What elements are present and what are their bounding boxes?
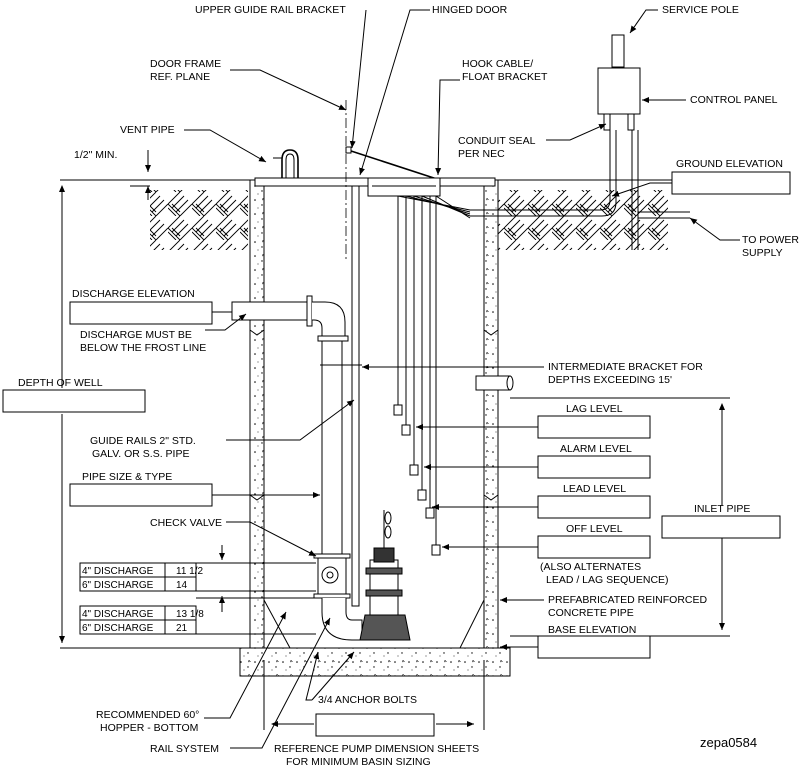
table-cell-size: 6" DISCHARGE	[82, 623, 154, 634]
float-cables	[393, 195, 471, 556]
check-valve	[313, 553, 363, 641]
well-wall-right	[483, 179, 499, 649]
label-rail-system: RAIL SYSTEM	[150, 743, 219, 755]
discharge-elevation-box	[69, 301, 213, 325]
table-cell-value: 13 1/8	[176, 609, 204, 620]
label-depth-of-well: DEPTH OF WELL	[18, 377, 103, 389]
table-cell-size: 4" DISCHARGE	[82, 609, 154, 620]
table-cell-value: 14	[176, 580, 188, 591]
label-discharge-must-be: DISCHARGE MUST BE	[80, 329, 192, 341]
hopper-left	[263, 599, 291, 649]
label-guide-rails: GUIDE RAILS 2" STD.	[90, 435, 196, 447]
leader-lines	[184, 9, 740, 749]
label-upper-guide-rail-bracket: UPPER GUIDE RAIL BRACKET	[195, 4, 346, 16]
label-base-elevation: BASE ELEVATION	[548, 624, 636, 636]
label-service-pole: SERVICE POLE	[662, 4, 739, 16]
label-galv-pipe: GALV. OR S.S. PIPE	[92, 448, 189, 460]
alarm-level-box	[537, 455, 651, 479]
vent-pipe	[281, 149, 299, 178]
label-pipe-size-type: PIPE SIZE & TYPE	[82, 471, 172, 483]
table-cell-size: 6" DISCHARGE	[82, 580, 154, 591]
discharge-pipe	[231, 295, 349, 342]
label-off-level: OFF LEVEL	[566, 523, 623, 535]
label-lead-lag-sequence: LEAD / LAG SEQUENCE)	[546, 574, 669, 586]
depth-of-well-box	[2, 389, 146, 413]
drawing-code: zepa0584	[700, 735, 757, 750]
service-pole	[611, 34, 625, 68]
label-recommended-60: RECOMMENDED 60°	[96, 709, 199, 721]
label-discharge-elevation: DISCHARGE ELEVATION	[72, 288, 195, 300]
pipe-size-box	[69, 483, 213, 507]
label-anchor-bolts: 3/4 ANCHOR BOLTS	[318, 694, 417, 706]
label-ref-plane: REF. PLANE	[150, 71, 210, 83]
control-panel	[597, 67, 641, 115]
label-door-frame: DOOR FRAME	[150, 58, 221, 70]
label-float-bracket: FLOAT BRACKET	[462, 71, 548, 83]
label-per-nec: PER NEC	[458, 148, 505, 160]
well-wall-left	[249, 179, 265, 649]
label-conduit-seal: CONDUIT SEAL	[458, 135, 536, 147]
ground-elevation-box	[671, 171, 791, 195]
label-depths-exceeding: DEPTHS EXCEEDING 15'	[548, 374, 672, 386]
hopper-right	[459, 599, 485, 649]
guide-rails	[320, 185, 362, 611]
label-vent-pipe: VENT PIPE	[120, 124, 175, 136]
label-intermediate-bracket: INTERMEDIATE BRACKET FOR	[548, 361, 703, 373]
label-min-basin-sizing: FOR MINIMUM BASIN SIZING	[286, 756, 431, 768]
table-cell-value: 21	[176, 623, 188, 634]
lag-level-box	[537, 415, 651, 439]
label-ground-elevation: GROUND ELEVATION	[676, 158, 783, 170]
inlet-pipe-stub	[475, 375, 514, 391]
base-elevation-box	[537, 635, 651, 659]
inlet-pipe-box	[661, 515, 781, 539]
label-control-panel: CONTROL PANEL	[690, 94, 778, 106]
label-hopper-bottom: HOPPER - BOTTOM	[100, 722, 198, 734]
label-half-inch-min: 1/2" MIN.	[74, 149, 117, 161]
discharge-table-upper	[79, 562, 316, 592]
hinged-door	[347, 149, 441, 181]
label-concrete-pipe: CONCRETE PIPE	[548, 607, 634, 619]
ground-soil-right	[498, 190, 668, 250]
label-lag-level: LAG LEVEL	[566, 403, 623, 415]
conduit	[470, 130, 611, 211]
label-reference-pump: REFERENCE PUMP DIMENSION SHEETS	[274, 743, 479, 755]
label-to-power: TO POWER	[742, 234, 799, 246]
label-alarm-level: ALARM LEVEL	[560, 443, 632, 455]
label-inlet-pipe: INLET PIPE	[694, 503, 750, 515]
table-cell-value: 11 1/2	[176, 566, 203, 577]
submersible-pump	[359, 510, 411, 641]
label-hinged-door: HINGED DOOR	[432, 4, 508, 16]
ground-soil-left	[150, 190, 248, 250]
label-supply: SUPPLY	[742, 247, 783, 259]
label-check-valve: CHECK VALVE	[150, 517, 222, 529]
table-cell-size: 4" DISCHARGE	[82, 566, 154, 577]
label-prefab-reinforced: PREFABRICATED REINFORCED	[548, 594, 707, 606]
hatch-frame	[367, 177, 441, 197]
basin-sizing-box	[315, 713, 435, 737]
label-lead-level: LEAD LEVEL	[563, 483, 626, 495]
label-hook-cable: HOOK CABLE/	[462, 58, 533, 70]
off-level-box	[537, 535, 651, 559]
label-below-frost-line: BELOW THE FROST LINE	[80, 342, 206, 354]
base-slab	[239, 647, 511, 677]
discharge-table-lower	[79, 597, 316, 635]
lead-level-box	[537, 495, 651, 519]
label-also-alternates: (ALSO ALTERNATES	[540, 561, 641, 573]
